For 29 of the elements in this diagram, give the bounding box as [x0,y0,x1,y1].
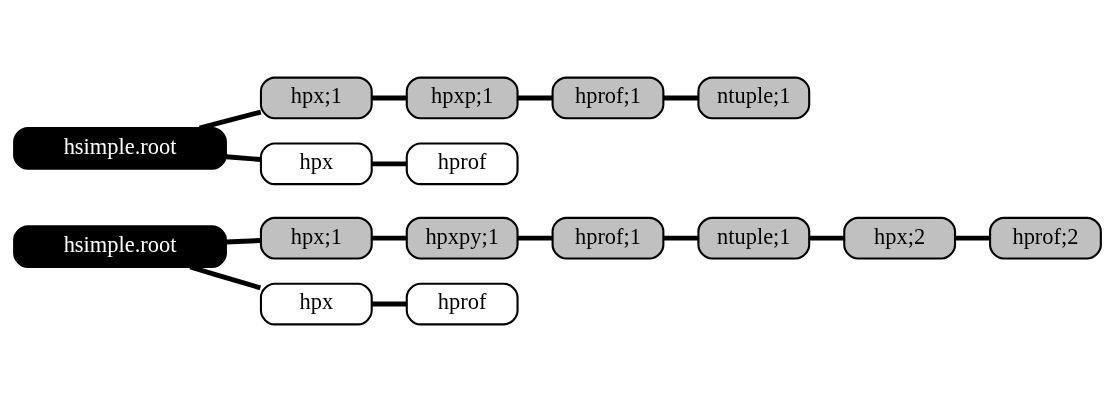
node-box: hsimple.root [13,224,227,268]
node-box: hpxp;1 [405,76,519,119]
connector [955,235,990,241]
node-box: hsimple.root [13,126,227,170]
node-box: hpx;1 [259,76,373,119]
connector [809,235,845,241]
connector [226,237,261,244]
connector [371,95,407,100]
node-box: hpx;1 [259,216,373,260]
node-box: hprof [405,282,519,325]
node-box: hpxpy;1 [405,216,519,260]
node-box: hpx [259,282,373,325]
connector [371,301,407,306]
connector [517,95,553,100]
node-box: hprof;1 [551,216,665,260]
connector [198,109,262,130]
connector [371,160,407,166]
node-box: hprof;1 [551,76,665,119]
connector [371,235,407,241]
node-box: hpx [259,141,373,185]
connector [225,153,261,162]
connector [663,235,699,241]
node-box: hprof [405,141,519,185]
node-box: ntuple;1 [697,76,811,119]
node-box: hprof;2 [989,216,1102,260]
connector [517,235,553,241]
node-box: hpx;2 [843,216,957,260]
connector [663,95,699,100]
node-box: ntuple;1 [697,216,811,260]
